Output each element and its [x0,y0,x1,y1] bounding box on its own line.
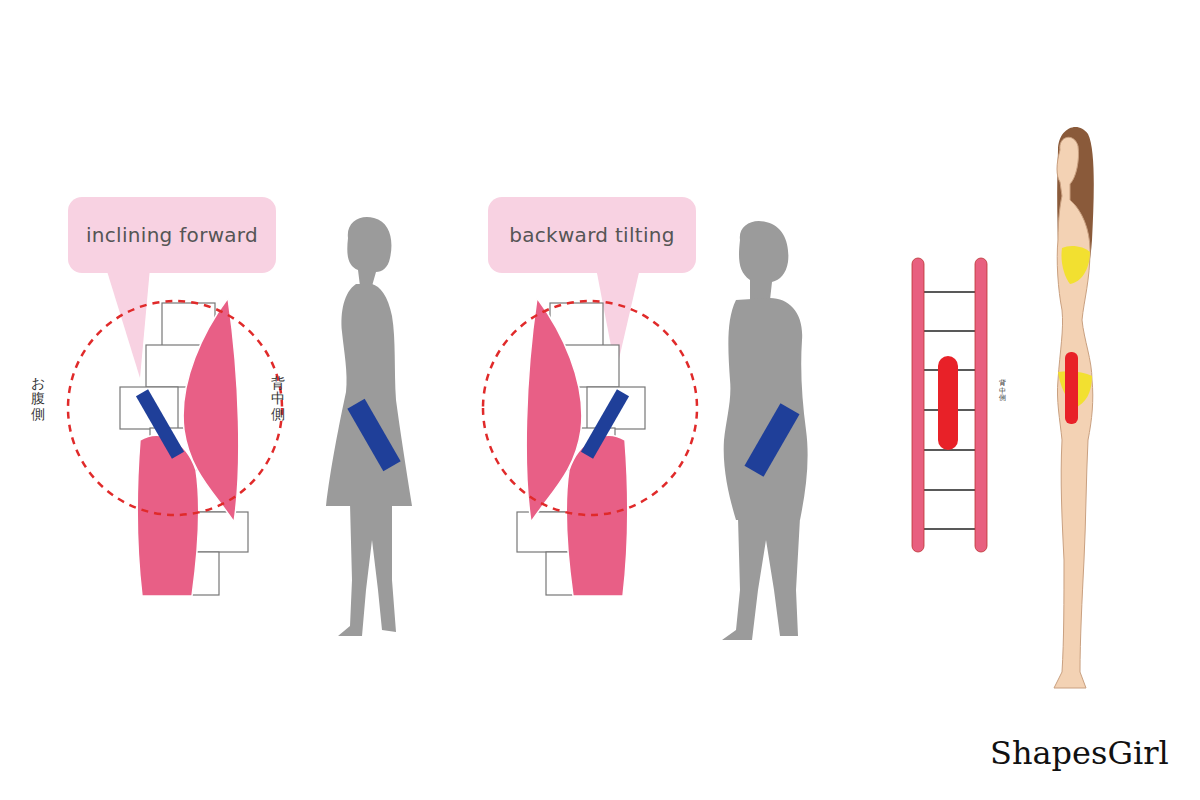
head [347,217,391,286]
pelvis-marker [1065,352,1078,424]
focus-circle [68,301,282,515]
dress [326,284,412,506]
body [724,298,808,520]
side-label: お腹側 [31,376,45,422]
spine-ladder [912,258,987,552]
ilium [183,298,239,522]
pelvis-marker [136,389,184,458]
callout-pointer [106,268,150,378]
ladder-rail [975,258,987,552]
pelvis-marker [744,403,799,476]
watermark: ShapesGirl [990,734,1169,772]
side-label: 背中側 [271,376,285,422]
pelvis-marker [938,356,958,450]
callout-text: backward tilting [509,223,675,247]
ladder-rail [912,258,924,552]
bikini-top [1061,246,1090,284]
callout-text: inclining forward [86,223,258,247]
woman-silhouette [722,221,808,640]
woman-silhouette [326,217,412,636]
legs [722,518,800,640]
ladder-rungs [924,292,975,529]
side-label: 背中側 [999,380,1006,403]
pelvis-diagram [483,298,697,596]
pelvis-diagram [68,298,282,596]
pelvis-marker [347,399,400,471]
head [739,221,788,300]
callout-bubble: inclining forward [68,197,276,273]
callout-bubble: backward tilting [488,197,696,273]
woman-figure [1054,127,1094,688]
legs [338,504,396,636]
body [1054,137,1093,688]
